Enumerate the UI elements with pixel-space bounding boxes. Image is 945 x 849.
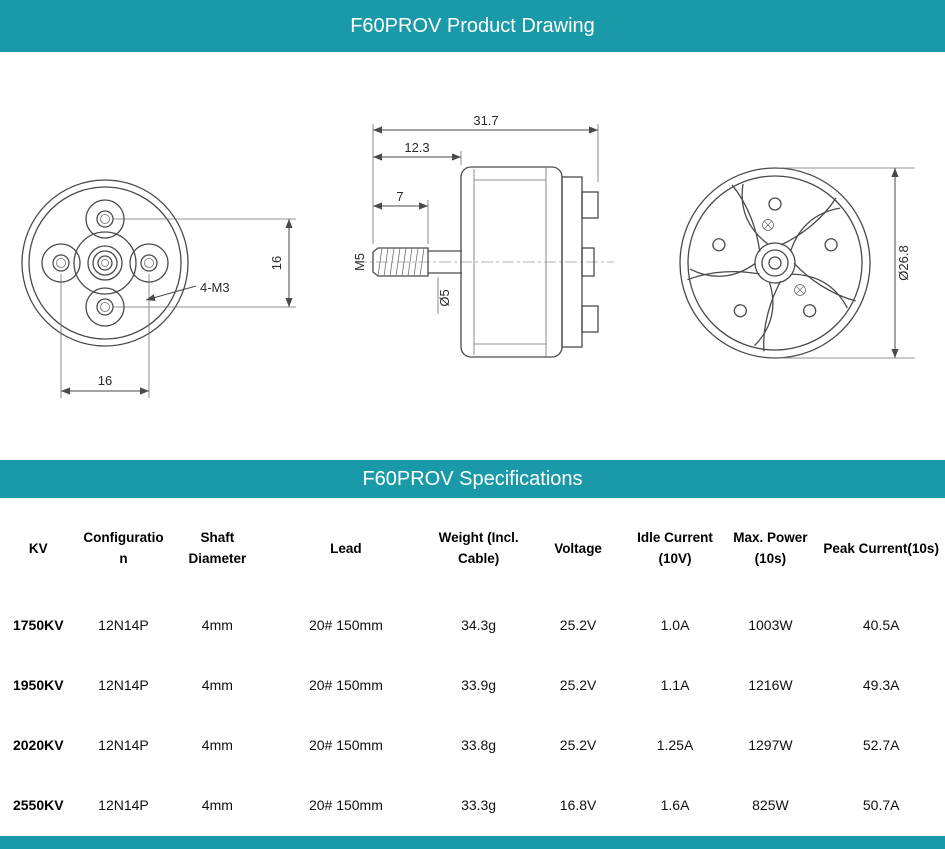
side-body-length-dim: 12.3 bbox=[404, 140, 429, 155]
product-drawing-banner: F60PROV Product Drawing bbox=[0, 0, 945, 52]
max-power-cell: 1297W bbox=[748, 737, 793, 753]
voltage-cell: 16.8V bbox=[559, 797, 597, 813]
specifications-title: F60PROV Specifications bbox=[362, 467, 583, 490]
col-header-max-power: Max. Power (10s) bbox=[733, 530, 808, 566]
front-hole-spacing-horizontal-dim: 16 bbox=[98, 373, 112, 388]
rear-outer-diameter-dim: Ø26.8 bbox=[896, 245, 911, 280]
voltage-cell: 25.2V bbox=[559, 677, 597, 693]
side-overall-length-dim: 31.7 bbox=[473, 113, 498, 128]
side-thread-spec-label: M5 bbox=[352, 253, 367, 271]
col-header-idle-current: Idle Current (10V) bbox=[637, 530, 713, 566]
specs-header-row: KV Configuration Shaft Diameter Lead Wei… bbox=[0, 503, 945, 595]
peak-current-cell: 52.7A bbox=[862, 737, 900, 753]
configuration-cell: 12N14P bbox=[98, 797, 149, 813]
technical-drawing: 16 16 4-M3 bbox=[21, 113, 915, 398]
lead-cell: 20# 150mm bbox=[308, 677, 383, 693]
max-power-cell: 1003W bbox=[748, 617, 793, 633]
kv-cell: 1950KV bbox=[12, 677, 64, 693]
position-mark bbox=[762, 219, 774, 231]
front-mount-holes-label: 4-M3 bbox=[200, 280, 230, 295]
col-header-configuration: Configuration bbox=[83, 530, 164, 566]
idle-current-cell: 1.0A bbox=[660, 617, 690, 633]
side-shaft-diameter-label: Ø5 bbox=[437, 289, 452, 306]
shaft-diameter-cell: 4mm bbox=[201, 737, 233, 753]
specifications-banner: F60PROV Specifications bbox=[0, 460, 945, 498]
weight-cell: 33.9g bbox=[461, 677, 497, 693]
front-view-drawing: 16 16 4-M3 bbox=[21, 179, 296, 398]
front-hole-spacing-vertical-dim: 16 bbox=[269, 256, 284, 270]
specifications-section: KV Configuration Shaft Diameter Lead Wei… bbox=[0, 498, 945, 836]
col-header-weight: Weight (Incl. Cable) bbox=[438, 530, 519, 566]
col-header-peak-current: Peak Current(10s) bbox=[823, 540, 939, 556]
idle-current-cell: 1.1A bbox=[660, 677, 690, 693]
specs-table: KV Configuration Shaft Diameter Lead Wei… bbox=[0, 503, 945, 835]
col-header-shaft-diameter: Shaft Diameter bbox=[188, 530, 247, 566]
shaft-diameter-cell: 4mm bbox=[201, 797, 233, 813]
voltage-cell: 25.2V bbox=[559, 737, 597, 753]
rear-view-drawing: Ø26.8 bbox=[679, 167, 915, 359]
max-power-cell: 1216W bbox=[748, 677, 793, 693]
configuration-cell: 12N14P bbox=[98, 617, 149, 633]
side-view-drawing: 7 12.3 31.7 M5 Ø5 bbox=[352, 113, 614, 358]
idle-current-cell: 1.6A bbox=[660, 797, 690, 813]
kv-cell: 1750KV bbox=[12, 617, 64, 633]
configuration-cell: 12N14P bbox=[98, 737, 149, 753]
configuration-cell: 12N14P bbox=[98, 677, 149, 693]
peak-current-cell: 50.7A bbox=[862, 797, 900, 813]
footer-accent-bar bbox=[0, 836, 945, 849]
peak-current-cell: 49.3A bbox=[862, 677, 900, 693]
idle-current-cell: 1.25A bbox=[656, 737, 694, 753]
max-power-cell: 825W bbox=[752, 797, 789, 813]
lead-cell: 20# 150mm bbox=[308, 617, 383, 633]
spec-row-2550kv: 2550KV 12N14P 4mm 20# 150mm 33.3g 16.8V … bbox=[0, 775, 945, 835]
col-header-kv: KV bbox=[28, 540, 48, 556]
voltage-cell: 25.2V bbox=[559, 617, 597, 633]
spec-row-1750kv: 1750KV 12N14P 4mm 20# 150mm 34.3g 25.2V … bbox=[0, 595, 945, 655]
weight-cell: 33.8g bbox=[461, 737, 497, 753]
col-header-lead: Lead bbox=[330, 540, 362, 556]
peak-current-cell: 40.5A bbox=[862, 617, 900, 633]
col-header-voltage: Voltage bbox=[554, 540, 602, 556]
weight-cell: 33.3g bbox=[461, 797, 497, 813]
kv-cell: 2020KV bbox=[12, 737, 64, 753]
kv-cell: 2550KV bbox=[12, 797, 64, 813]
spec-row-2020kv: 2020KV 12N14P 4mm 20# 150mm 33.8g 25.2V … bbox=[0, 715, 945, 775]
spec-row-1950kv: 1950KV 12N14P 4mm 20# 150mm 33.9g 25.2V … bbox=[0, 655, 945, 715]
position-mark bbox=[794, 284, 806, 296]
lead-cell: 20# 150mm bbox=[308, 737, 383, 753]
weight-cell: 34.3g bbox=[461, 617, 497, 633]
side-shaft-thread-length-dim: 7 bbox=[396, 189, 403, 204]
lead-cell: 20# 150mm bbox=[308, 797, 383, 813]
shaft-diameter-cell: 4mm bbox=[201, 617, 233, 633]
product-drawing-area: 16 16 4-M3 bbox=[0, 52, 945, 460]
shaft-diameter-cell: 4mm bbox=[201, 677, 233, 693]
product-drawing-title: F60PROV Product Drawing bbox=[350, 14, 595, 37]
